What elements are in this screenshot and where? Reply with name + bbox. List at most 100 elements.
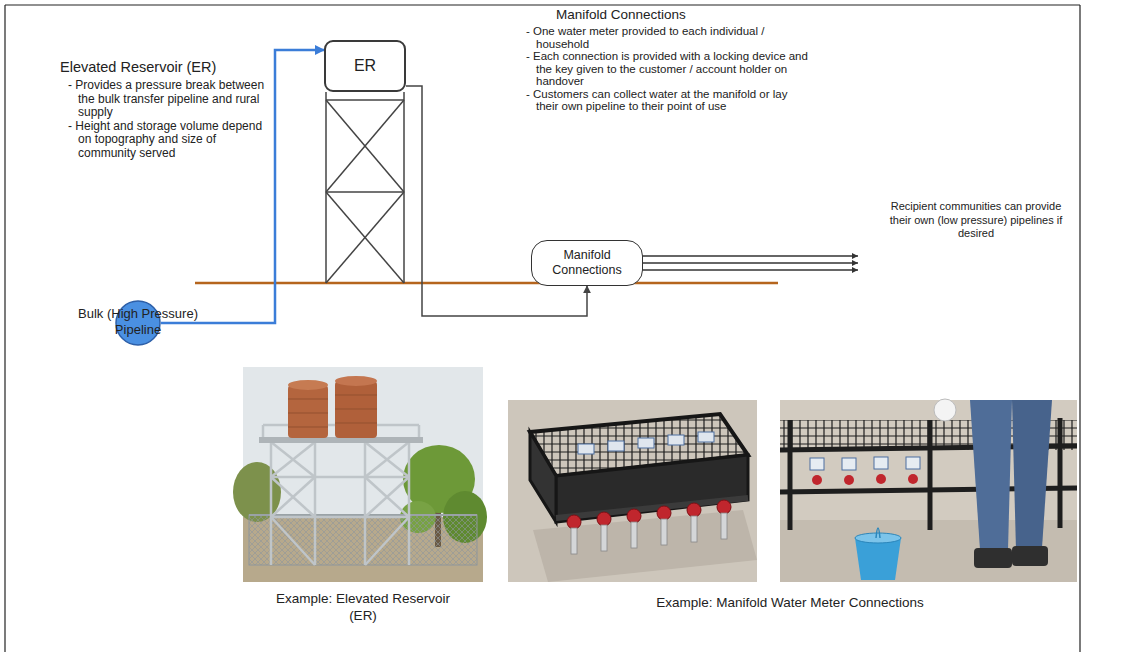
- reservoir-photo-part-part: [365, 477, 409, 517]
- photo-caption: Example: Manifold Water Meter Connection…: [560, 594, 1020, 611]
- note-heading: Manifold Connections: [526, 6, 810, 24]
- ground-line: [195, 282, 778, 285]
- page-frame: [5, 5, 1080, 652]
- reservoir-photo-part: [243, 367, 483, 582]
- manifold-photo-part: [855, 533, 901, 543]
- node-label: Bulk (High Pressure) Pipeline: [68, 306, 208, 339]
- tower-lattice: [326, 92, 404, 283]
- manifold-photo-part: [855, 538, 901, 580]
- label-group: Example: Manifold Water Meter Connection…: [560, 594, 1020, 611]
- manifold-box: Manifold Connections: [531, 240, 643, 286]
- label-group: Elevated Reservoir (ER)- Provides a pres…: [60, 58, 265, 160]
- photo-caption: Example: Elevated Reservoir (ER): [263, 590, 463, 624]
- manifold-photo-part: [780, 400, 1077, 582]
- reservoir-photo-part: [249, 514, 477, 516]
- frame-line: [4, 5, 5, 652]
- manifold-photo-part-part: [627, 509, 641, 523]
- manifold-photo-part: [556, 455, 748, 522]
- reservoir-photo-part-part: [288, 399, 328, 400]
- pipeline-circle: Bulk (High Pressure) Pipeline: [115, 300, 161, 346]
- manifold-photo-part-part: [812, 475, 822, 485]
- manifold-photo-part-part: [631, 522, 637, 548]
- reservoir-photo: [233, 367, 487, 582]
- tower-brace: [326, 99, 404, 101]
- tower-brace: [326, 192, 404, 283]
- manifold-photo-part-part: [876, 474, 886, 484]
- manifold-photo-part-part: [810, 458, 824, 470]
- manifold-photo-part-part: [691, 516, 697, 542]
- manifold-photo-part: [571, 513, 727, 554]
- manifold-photo-part-part: [698, 432, 714, 442]
- manifold-photo-part-part: [638, 438, 654, 448]
- manifold-photo-part-part: [601, 525, 607, 551]
- manifold-photo-part-part: [567, 515, 581, 529]
- reservoir-photo-part-part: [271, 477, 315, 517]
- outlet-arrow: [631, 262, 858, 263]
- manifold-photo-part: [970, 400, 1012, 550]
- manifold-photo-part: [934, 399, 956, 421]
- outlet-arrow: [631, 255, 858, 256]
- frame-line: [1079, 5, 1080, 652]
- manifold-photo-part-part: [874, 457, 888, 469]
- manifold-photo-part-part: [908, 474, 918, 484]
- reservoir-photo-part: [249, 515, 477, 565]
- manifold-photo-part: [578, 432, 714, 454]
- tower-leg: [325, 92, 327, 283]
- note-bullet: - Provides a pressure break between the …: [60, 79, 265, 120]
- note-bullet: - Customers can collect water at the man…: [526, 88, 810, 113]
- reservoir-photo-part-part: [270, 442, 273, 565]
- manifold-photo-part: [508, 400, 757, 582]
- note-bullet: - One water meter provided to each indiv…: [526, 25, 810, 50]
- manifold-photo-part: [974, 548, 1012, 568]
- reservoir-photo-part-part: [262, 425, 265, 439]
- reservoir-photo-part-part: [288, 427, 328, 428]
- frame-line: [5, 4, 1080, 5]
- reservoir-box: ER: [324, 40, 406, 92]
- reservoir-photo-part-part: [314, 442, 317, 565]
- label-group: Example: Elevated Reservoir (ER): [263, 590, 463, 624]
- manifold-photo-part-part: [721, 513, 727, 539]
- reservoir-photo-part-part: [418, 425, 421, 439]
- manifold-photo-part: [1012, 400, 1052, 550]
- manifold-photo-part: [530, 432, 556, 522]
- manifold-photo-part-part: [906, 457, 920, 469]
- tower-leg: [403, 92, 405, 283]
- reservoir-photo-part: [335, 376, 377, 386]
- outlet-note: Recipient communities can provide their …: [880, 200, 1072, 241]
- reservoir-photo-part: [263, 425, 419, 565]
- manifold-photo-part-part: [844, 475, 854, 485]
- manifold-photo-part-part: [687, 503, 701, 517]
- reservoir-photo-part-part: [271, 442, 315, 477]
- reservoir-photo-part-part: [271, 442, 315, 477]
- manifold-photo-part: [876, 528, 880, 538]
- reservoir-photo-part-part: [365, 477, 409, 517]
- reservoir-photo-part-part: [335, 423, 377, 424]
- reservoir-photo-part-part: [365, 442, 409, 477]
- reservoir-photo-part-part: [271, 517, 315, 565]
- reservoir-photo-part-part: [335, 395, 377, 396]
- manifold-photo-part: [533, 510, 757, 582]
- reservoir-photo-part-part: [408, 442, 411, 565]
- tower-brace: [326, 191, 404, 193]
- reservoir-photo-part: [335, 381, 377, 438]
- reservoir-photo-part-part: [271, 477, 315, 517]
- node-label: Manifold Connections: [532, 248, 642, 278]
- reservoir-photo-part: [288, 380, 328, 390]
- reservoir-photo-part-part: [365, 442, 409, 477]
- manifold-photo-part-part: [717, 500, 731, 514]
- reservoir-photo-part-part: [288, 413, 328, 414]
- manifold-photo-part-part: [578, 444, 594, 454]
- reservoir-photo-part: [288, 385, 328, 438]
- outlet-arrow: [631, 269, 858, 270]
- reservoir-photo-part-part: [271, 476, 409, 479]
- tower-brace: [326, 192, 404, 283]
- manifold-photo-part: [1012, 546, 1048, 566]
- manifold-photo-part-part: [657, 506, 671, 520]
- node-label: ER: [354, 56, 376, 75]
- manifold-photo-part-part: [608, 441, 624, 451]
- manifold-photo-part-part: [597, 512, 611, 526]
- label-group: Recipient communities can provide their …: [880, 200, 1072, 241]
- reservoir-photo-part-part: [364, 442, 367, 565]
- reservoir-photo-part: [288, 395, 377, 427]
- outlet-arrows: [631, 256, 858, 270]
